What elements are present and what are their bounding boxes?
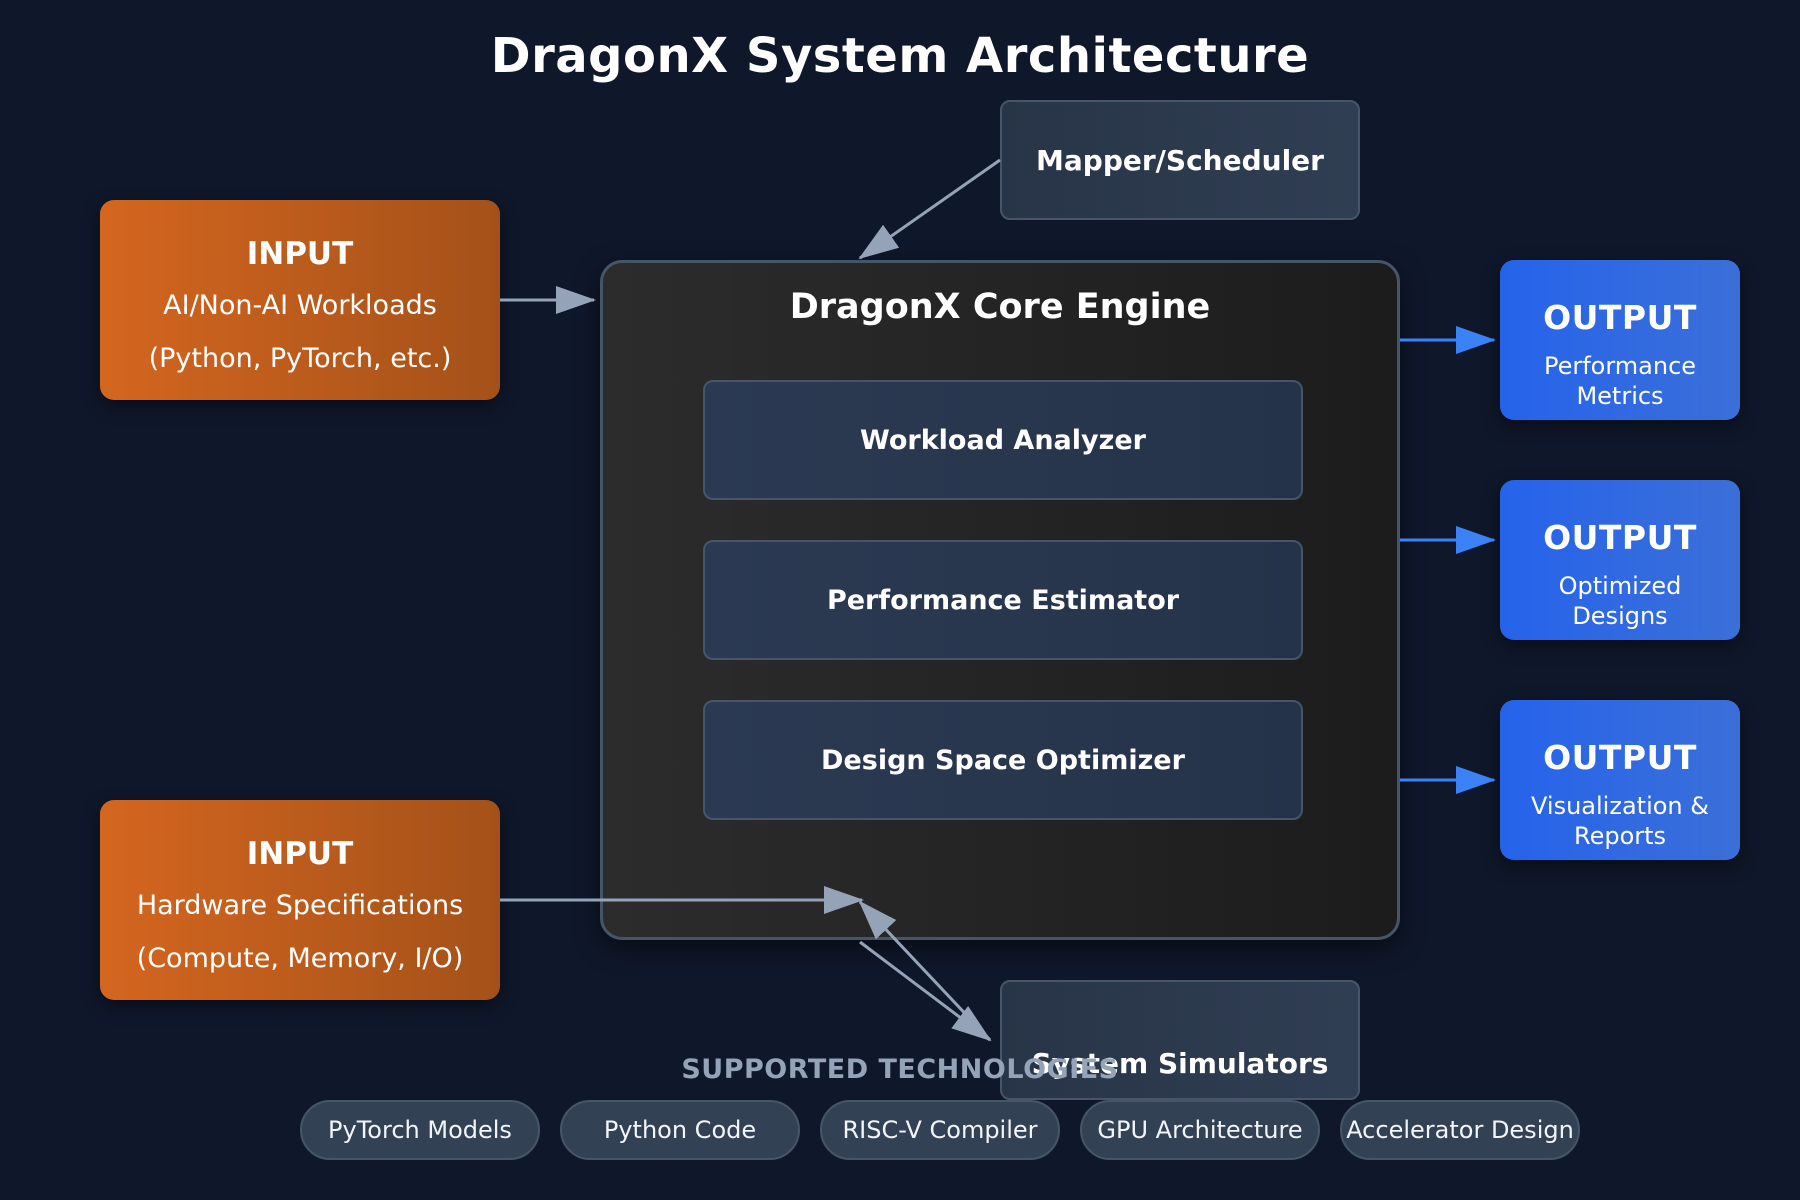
tech-pill-pytorch-models: PyTorch Models xyxy=(300,1100,540,1160)
output-header: OUTPUT xyxy=(1543,738,1697,777)
output-label: Performance Metrics xyxy=(1543,352,1697,410)
input-hardware-box: INPUT Hardware Specifications (Compute, … xyxy=(100,800,500,1000)
performance-estimator-module: Performance Estimator xyxy=(703,540,1303,660)
output-optimized-designs-box: OUTPUT Optimized Designs xyxy=(1500,480,1740,640)
mapper-scheduler-box: Mapper/Scheduler xyxy=(1000,100,1360,220)
output-visualization-reports-box: OUTPUT Visualization & Reports xyxy=(1500,700,1740,860)
output-label: Visualization & Reports xyxy=(1531,792,1709,850)
module-label: Workload Analyzer xyxy=(860,424,1146,456)
workload-analyzer-module: Workload Analyzer xyxy=(703,380,1303,500)
tech-pill-label: PyTorch Models xyxy=(328,1116,512,1144)
tech-pill-label: GPU Architecture xyxy=(1097,1116,1303,1144)
tech-pill-python-code: Python Code xyxy=(560,1100,800,1160)
input-hardware-label: Hardware Specifications xyxy=(136,890,464,921)
diagram-title: DragonX System Architecture xyxy=(490,28,1310,84)
arrow-mapper-to-core xyxy=(858,158,1001,260)
tech-pill-label: Accelerator Design xyxy=(1346,1116,1574,1144)
system-simulators-box: System Simulators xyxy=(1000,980,1360,1100)
input-hardware-detail: (Compute, Memory, I/O) xyxy=(136,943,464,974)
input-workloads-detail: (Python, PyTorch, etc.) xyxy=(148,343,452,374)
core-engine-title: DragonX Core Engine xyxy=(789,287,1211,327)
tech-pill-label: Python Code xyxy=(603,1116,757,1144)
output-header: OUTPUT xyxy=(1543,298,1697,337)
tech-pill-risc-v-compiler: RISC-V Compiler xyxy=(820,1100,1060,1160)
output-performance-metrics-box: OUTPUT Performance Metrics xyxy=(1500,260,1740,420)
tech-pill-gpu-architecture: GPU Architecture xyxy=(1080,1100,1320,1160)
output-header: OUTPUT xyxy=(1543,518,1697,557)
input-workloads-label: AI/Non-AI Workloads xyxy=(163,290,437,321)
design-space-optimizer-module: Design Space Optimizer xyxy=(703,700,1303,820)
tech-pill-accelerator-design: Accelerator Design xyxy=(1340,1100,1580,1160)
system-simulators-label: System Simulators xyxy=(1031,1047,1329,1080)
mapper-scheduler-label: Mapper/Scheduler xyxy=(1036,143,1324,177)
module-label: Design Space Optimizer xyxy=(821,744,1185,776)
input-header: INPUT xyxy=(246,836,354,872)
arrow-core-to-simulators xyxy=(859,940,992,1042)
module-label: Performance Estimator xyxy=(826,584,1180,616)
supported-technologies-heading: SUPPORTED TECHNOLOGIES xyxy=(681,1054,1119,1085)
input-header: INPUT xyxy=(246,236,354,272)
input-workloads-box: INPUT AI/Non-AI Workloads (Python, PyTor… xyxy=(100,200,500,400)
tech-pill-label: RISC-V Compiler xyxy=(842,1116,1038,1144)
core-engine-box: DragonX Core Engine Workload Analyzer Pe… xyxy=(600,260,1400,940)
technologies-row: PyTorch Models Python Code RISC-V Compil… xyxy=(300,1100,1580,1160)
output-label: Optimized Designs xyxy=(1558,572,1682,630)
